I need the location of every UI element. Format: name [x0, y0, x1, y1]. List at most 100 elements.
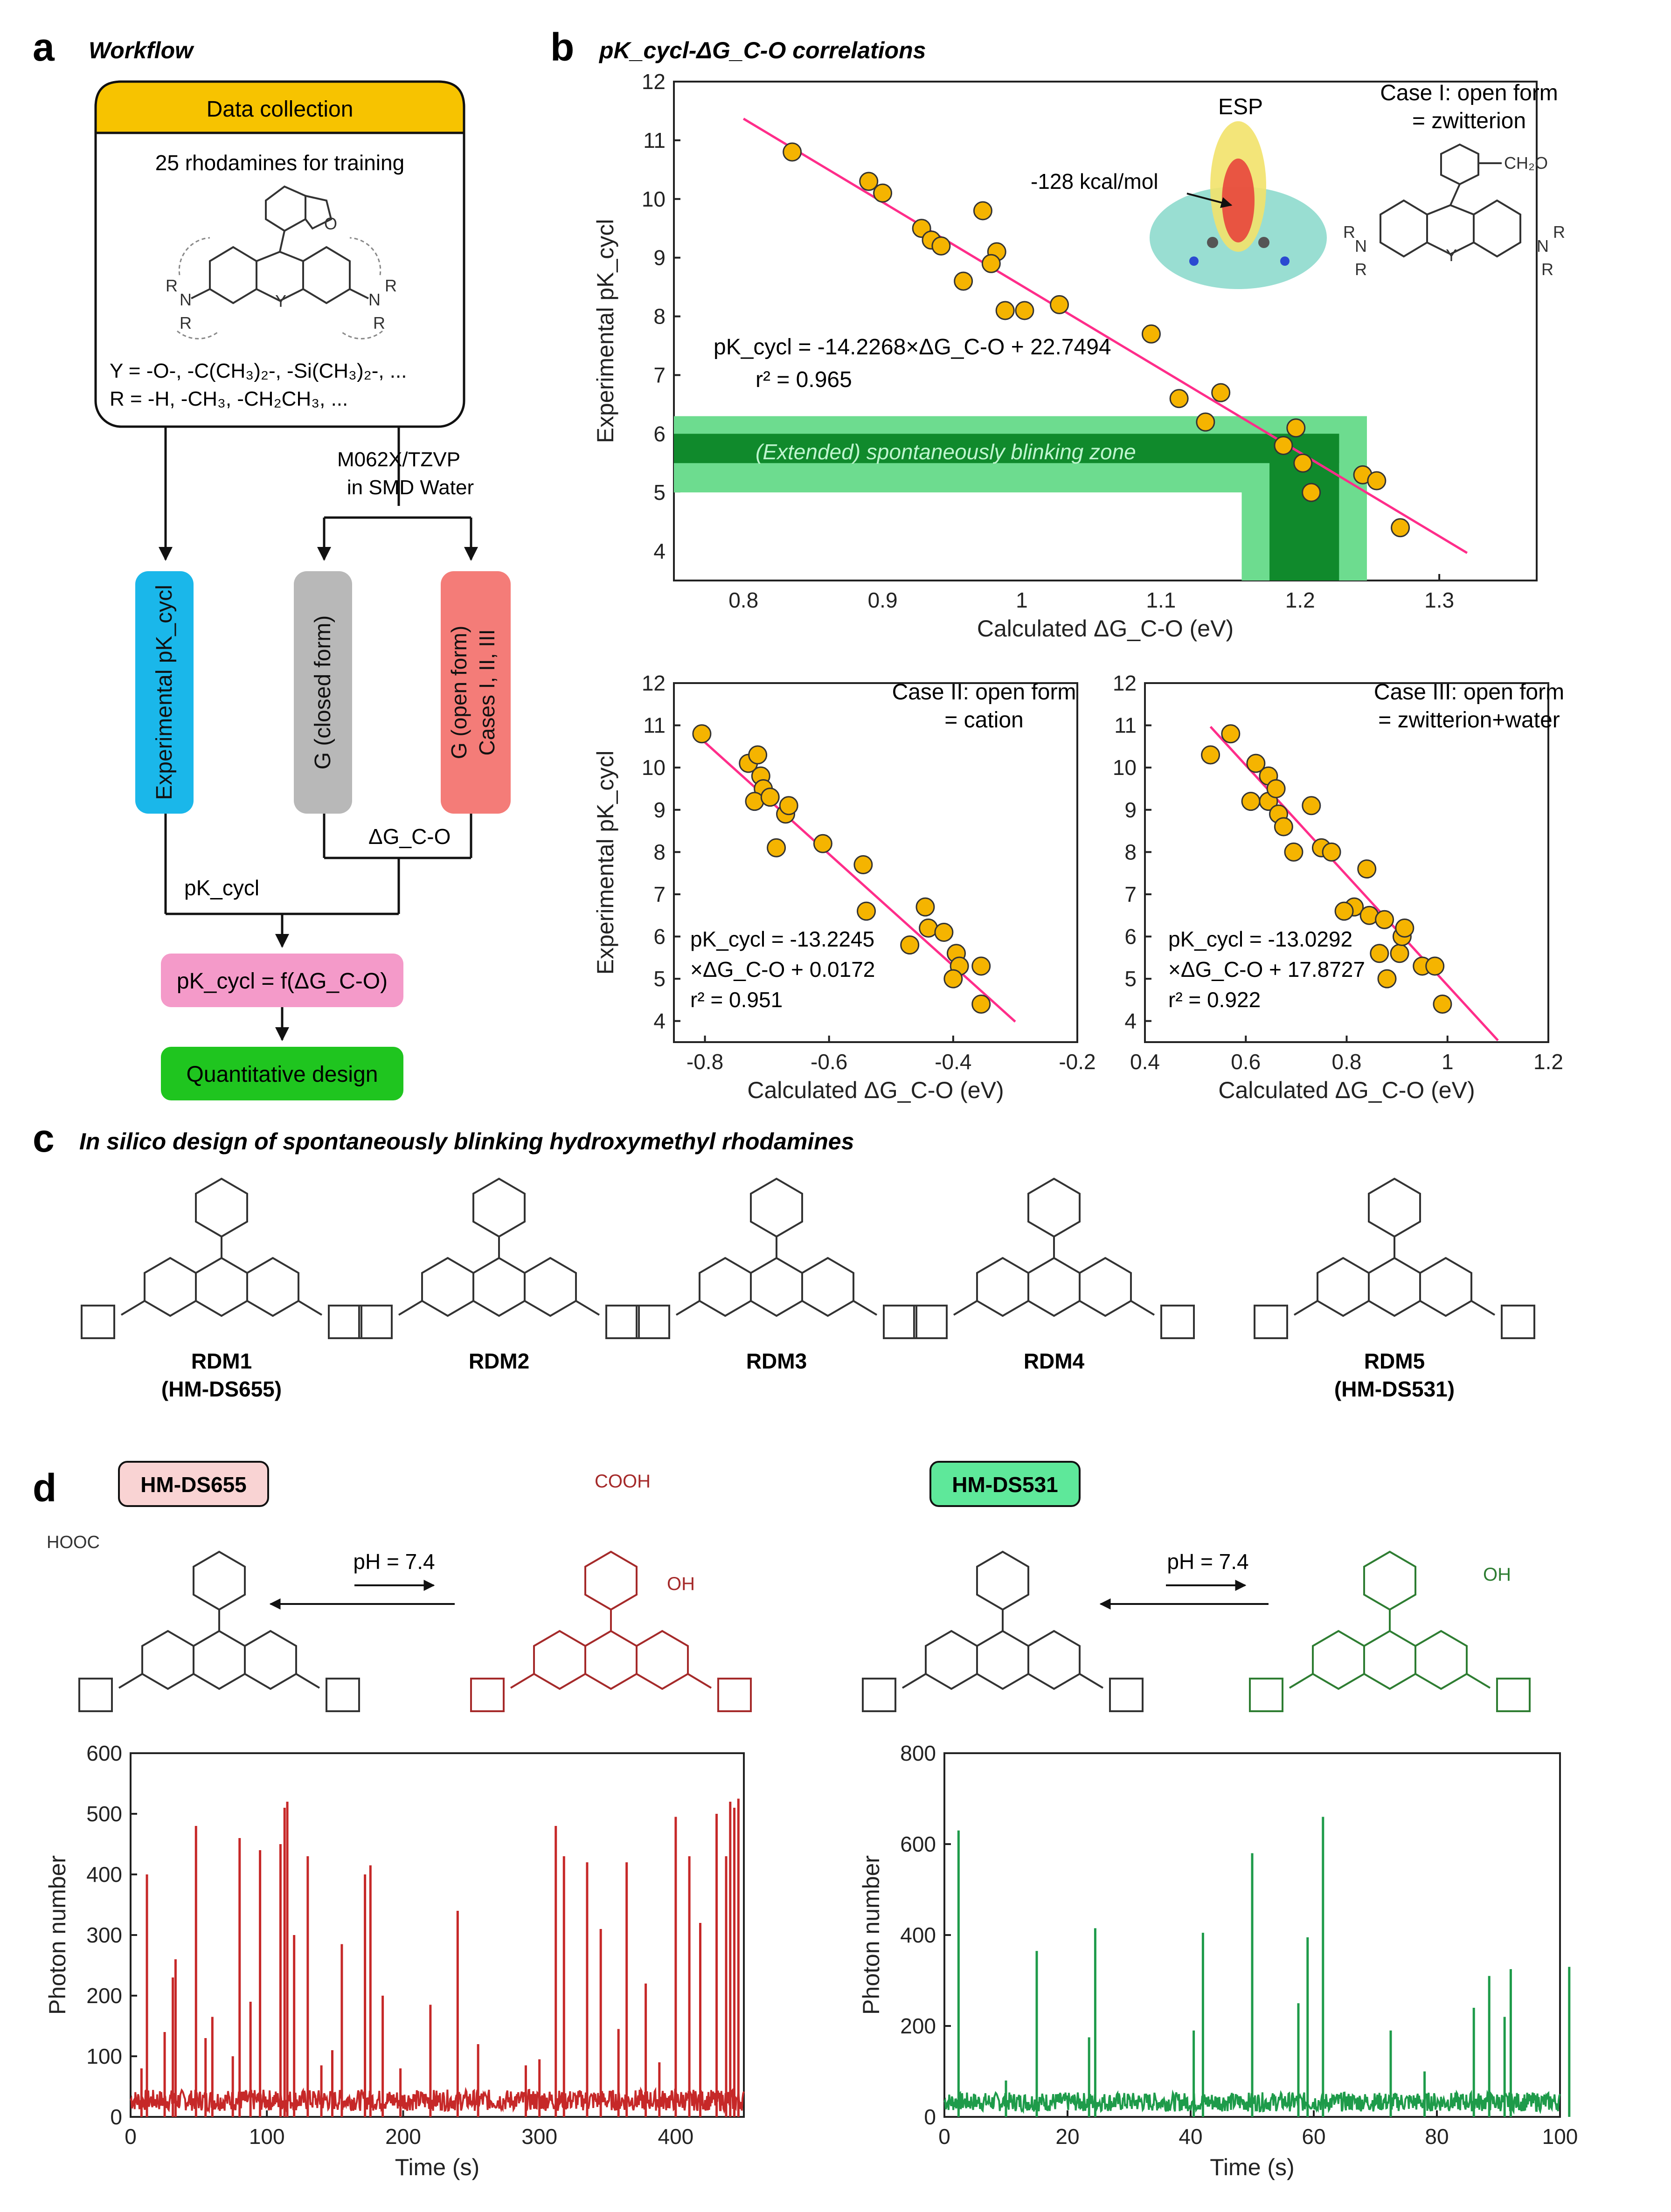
- case3-eq-1: pK_cycl = -13.0292: [1168, 927, 1352, 951]
- rdm1-name: RDM1: [191, 1349, 252, 1373]
- main-scatter-ytick-label: 11: [643, 128, 666, 152]
- case3-scatter-point: [1274, 817, 1293, 836]
- hooc-left-label: HOOC: [47, 1533, 100, 1552]
- rdm5-alias: (HM-DS531): [1334, 1377, 1455, 1401]
- main-scatter-point: [859, 172, 879, 191]
- case2-scatter-ytick-label: 7: [653, 882, 666, 906]
- molecule-pairs-d: [78, 1550, 1531, 1712]
- closed-form-box: [294, 571, 352, 814]
- svg-text:N: N: [1355, 236, 1367, 256]
- hm-ds531-open-structure: [1249, 1550, 1531, 1712]
- main-scatter-ytick-label: 5: [653, 480, 666, 505]
- case3-label-2: = zwitterion+water: [1378, 708, 1560, 733]
- open-form-label-2: Cases I, II, III: [475, 629, 499, 756]
- main-scatter-point: [973, 201, 992, 221]
- case3-scatter-point: [1241, 792, 1261, 811]
- case3-scatter-point: [1246, 753, 1266, 773]
- svg-text:N: N: [180, 290, 192, 309]
- main-scatter-xtick-label: 1.3: [1424, 588, 1454, 612]
- svg-text:R: R: [1343, 222, 1355, 242]
- method-label-1: M062X/TZVP: [337, 448, 460, 471]
- case3-r2: r² = 0.922: [1168, 988, 1261, 1012]
- panel-b-letter: b: [550, 25, 574, 69]
- main-scatter-point: [995, 301, 1015, 320]
- exp-pk-label: Experimental pK_cycl: [152, 585, 177, 800]
- svg-text:R: R: [1355, 260, 1367, 279]
- rdm3-structure: [636, 1177, 917, 1339]
- svg-text:R: R: [373, 313, 385, 332]
- design-box: [161, 1047, 403, 1100]
- hm-ds655-trace-ytick-label: 500: [86, 1802, 122, 1826]
- hm-ds531-trace-xtick-label: 20: [1055, 2124, 1079, 2149]
- hm-ds655-trace-xtick-label: 0: [125, 2124, 137, 2149]
- ph-left: pH = 7.4: [353, 1549, 435, 1574]
- main-scatter-point: [1196, 412, 1215, 432]
- y-substituents-label: Y = -O-, -C(CH₃)₂-, -Si(CH₃)₂-, ...: [110, 359, 407, 382]
- main-scatter-point: [783, 142, 802, 162]
- main-scatter-xtick-label: 0.9: [868, 588, 898, 612]
- exp-pk-box: [135, 571, 194, 814]
- pk-label: pK_cycl: [184, 876, 259, 900]
- case2-scatter-frame: [673, 682, 1078, 1043]
- hm-ds531-trace-ytick-label: 0: [924, 2105, 936, 2129]
- esp-label: ESP: [1218, 95, 1263, 119]
- svg-text:O: O: [324, 214, 337, 233]
- case3-scatter-point: [1377, 969, 1397, 988]
- hm-ds655-badge: [118, 1461, 269, 1507]
- main-scatter-point: [1050, 295, 1069, 314]
- hm-ds655-trace-xtick-label: 400: [658, 2124, 694, 2149]
- function-box: [161, 954, 403, 1007]
- case3-scatter-ytick-label: 4: [1124, 1009, 1137, 1033]
- closed-form-label: G (closed form): [311, 615, 335, 770]
- case2-scatter-point: [853, 855, 873, 875]
- main-scatter-ylabel: Experimental pK_cycl: [592, 219, 618, 443]
- oh-label-left: OH: [667, 1574, 695, 1594]
- main-scatter-point: [873, 183, 893, 203]
- main-scatter-point: [1141, 324, 1161, 344]
- case3-scatter-xtick-label: 0.4: [1130, 1050, 1160, 1074]
- open-form-label-1: G (open form): [447, 626, 471, 759]
- hm-ds655-trace-ytick-label: 600: [86, 1741, 122, 1765]
- svg-text:Y: Y: [1446, 246, 1457, 265]
- case2-scatter-ytick-label: 9: [653, 798, 666, 822]
- case3-scatter-xlabel: Calculated ΔG_C-O (eV): [1218, 1077, 1475, 1103]
- case2-scatter-xtick-label: -0.6: [811, 1050, 847, 1074]
- hm-ds655-trace-ytick-label: 200: [86, 1984, 122, 2008]
- main-scatter-zone-band-core: [674, 434, 1339, 463]
- svg-text:R: R: [1553, 222, 1565, 242]
- main-scatter-point: [954, 271, 973, 291]
- hm-ds655-trace-xtick-label: 200: [385, 2124, 421, 2149]
- svg-text:R: R: [180, 313, 192, 332]
- open-form-box: [441, 571, 511, 814]
- panel-d-letter: d: [33, 1466, 56, 1510]
- panel-a-title: Workflow: [89, 37, 194, 63]
- training-set-label: 25 rhodamines for training: [155, 151, 404, 175]
- data-collection-label: Data collection: [207, 97, 354, 122]
- hm-ds531-trace-ytick-label: 200: [900, 2014, 936, 2038]
- case3-scatter-ytick-label: 9: [1124, 798, 1137, 822]
- case2-scatter-ylabel: Experimental pK_cycl: [592, 751, 618, 975]
- main-scatter-xtick-label: 1.1: [1146, 588, 1176, 612]
- ph-right: pH = 7.4: [1167, 1549, 1248, 1574]
- hm-ds531-trace-ylabel: Photon number: [858, 1855, 884, 2015]
- hm-ds655-trace-ytick-label: 0: [110, 2105, 122, 2129]
- main-scatter-frame: [673, 81, 1538, 581]
- case3-scatter-point: [1334, 901, 1354, 921]
- case3-scatter-point: [1284, 842, 1304, 862]
- case2-eq-2: ×ΔG_C-O + 0.0172: [690, 957, 875, 982]
- hm-ds655-trace-ylabel: Photon number: [44, 1855, 70, 2015]
- main-scatter-point: [1391, 518, 1410, 538]
- panel-a-letter: a: [33, 25, 55, 69]
- svg-text:R: R: [385, 276, 397, 295]
- main-scatter-xtick-label: 1: [1016, 588, 1028, 612]
- case3-scatter-point: [1425, 956, 1445, 976]
- case3-scatter-ytick-label: 10: [1113, 755, 1137, 780]
- hm-ds655-trace-ytick-label: 300: [86, 1923, 122, 1947]
- case3-eq-2: ×ΔG_C-O + 17.8727: [1168, 957, 1365, 982]
- main-scatter-ytick-label: 12: [642, 69, 666, 94]
- case3-scatter-ytick-label: 12: [1113, 671, 1137, 695]
- case2-scatter-point: [915, 897, 935, 917]
